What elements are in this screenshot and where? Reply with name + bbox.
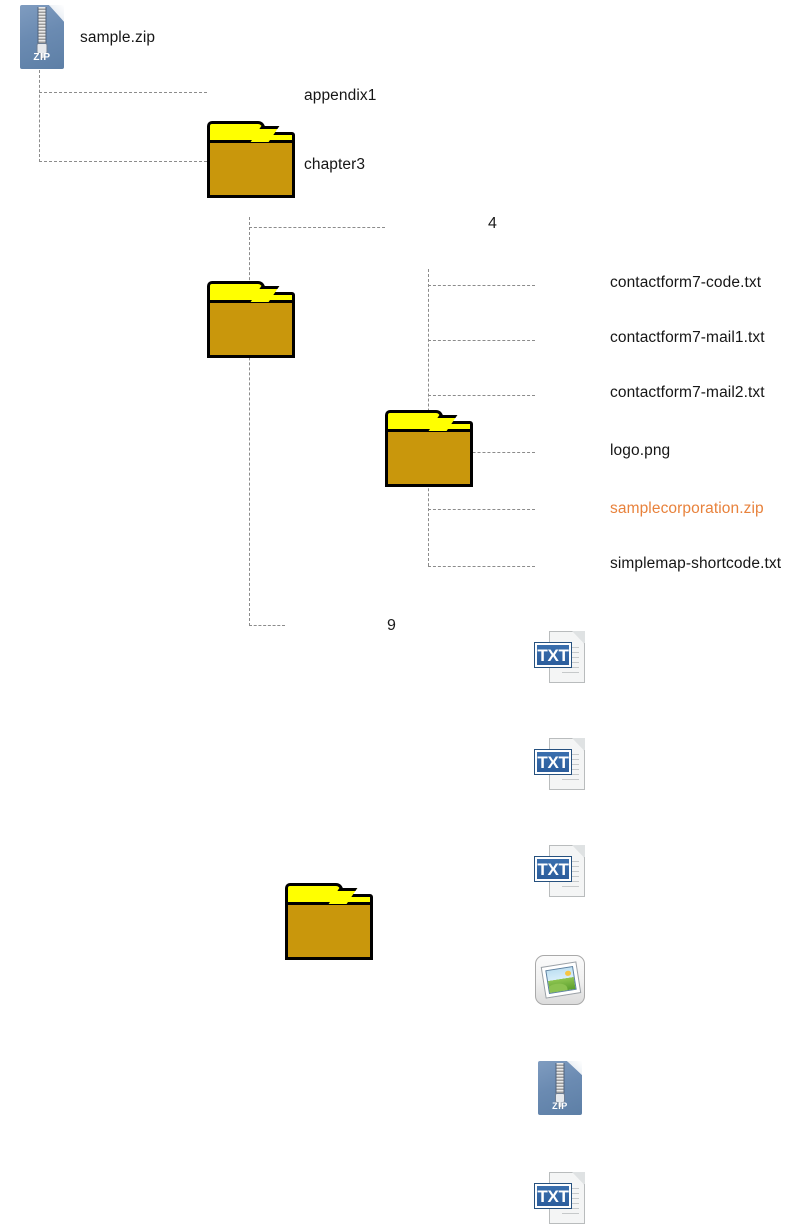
connector-chapter3-to-folder9 bbox=[249, 625, 285, 626]
sun-icon bbox=[564, 970, 572, 977]
label-folder-9: 9 bbox=[387, 617, 396, 634]
node-file-contactform7-code[interactable]: TXT bbox=[535, 631, 585, 683]
connector-folder4-to-file-1 bbox=[428, 340, 535, 341]
label-folder-4: 4 bbox=[488, 215, 497, 232]
zip-zipper-track bbox=[555, 1063, 565, 1095]
folder-body bbox=[385, 429, 473, 487]
label-file-contactform7-code: contactform7-code.txt bbox=[610, 274, 762, 291]
node-file-simplemap-shortcode[interactable]: TXT bbox=[535, 1172, 585, 1224]
connector-folder4-to-file-5 bbox=[428, 566, 535, 567]
connector-folder4-to-file-0 bbox=[428, 285, 535, 286]
hill-shape bbox=[545, 982, 569, 995]
node-folder-9[interactable] bbox=[285, 883, 373, 960]
node-file-samplecorporation-zip[interactable]: ZIP bbox=[538, 1061, 582, 1115]
txt-badge-label: TXT bbox=[537, 645, 569, 665]
connector-root-to-chapter3 bbox=[39, 161, 207, 162]
label-file-samplecorporation-zip: samplecorporation.zip bbox=[610, 500, 764, 517]
photo-scene bbox=[545, 965, 577, 995]
folder-tab bbox=[285, 883, 343, 899]
txt-badge: TXT bbox=[535, 750, 571, 775]
connector-folder4-to-file-4 bbox=[428, 509, 535, 510]
label-folder-chapter3: chapter3 bbox=[304, 156, 366, 173]
zip-badge-label: ZIP bbox=[33, 52, 51, 63]
file-tree-diagram: ZIP sample.zip appendix1 chapter3 4 9 TX… bbox=[0, 0, 800, 655]
txt-badge: TXT bbox=[535, 1184, 571, 1209]
txt-badge-label: TXT bbox=[537, 752, 569, 772]
connector-root-trunk bbox=[39, 70, 40, 162]
node-file-contactform7-mail1[interactable]: TXT bbox=[535, 738, 585, 790]
label-file-contactform7-mail2: contactform7-mail2.txt bbox=[610, 384, 765, 401]
photo-frame bbox=[540, 961, 582, 999]
txt-badge-label: TXT bbox=[537, 859, 569, 879]
folder-body bbox=[285, 902, 373, 960]
txt-badge: TXT bbox=[535, 857, 571, 882]
node-sample-zip[interactable]: ZIP bbox=[20, 5, 64, 69]
folder-body bbox=[207, 300, 295, 358]
label-folder-appendix1: appendix1 bbox=[304, 87, 377, 104]
node-file-contactform7-mail2[interactable]: TXT bbox=[535, 845, 585, 897]
zip-zipper-track bbox=[37, 7, 47, 45]
connector-root-to-appendix1 bbox=[39, 92, 207, 93]
txt-badge-label: TXT bbox=[537, 1186, 569, 1206]
connector-folder4-to-file-2 bbox=[428, 395, 535, 396]
connector-chapter3-to-folder4 bbox=[249, 227, 385, 228]
node-folder-appendix1[interactable] bbox=[207, 121, 295, 198]
folder-body bbox=[207, 140, 295, 198]
folder-tab bbox=[207, 121, 265, 137]
node-file-logo-png[interactable] bbox=[535, 955, 585, 1005]
folder-tab bbox=[207, 281, 265, 297]
zip-badge-label: ZIP bbox=[552, 1101, 568, 1111]
zip-zipper-pull bbox=[36, 43, 48, 54]
label-file-logo-png: logo.png bbox=[610, 442, 671, 459]
label-file-contactform7-mail1: contactform7-mail1.txt bbox=[610, 329, 765, 346]
label-file-simplemap-shortcode: simplemap-shortcode.txt bbox=[610, 555, 782, 572]
node-folder-chapter3[interactable] bbox=[207, 281, 295, 358]
label-sample-zip: sample.zip bbox=[80, 29, 156, 46]
connector-chapter3-trunk bbox=[249, 217, 250, 626]
folder-tab bbox=[385, 410, 443, 426]
txt-badge: TXT bbox=[535, 643, 571, 668]
connector-folder4-to-file-3 bbox=[428, 452, 535, 453]
node-folder-4[interactable] bbox=[385, 410, 473, 487]
